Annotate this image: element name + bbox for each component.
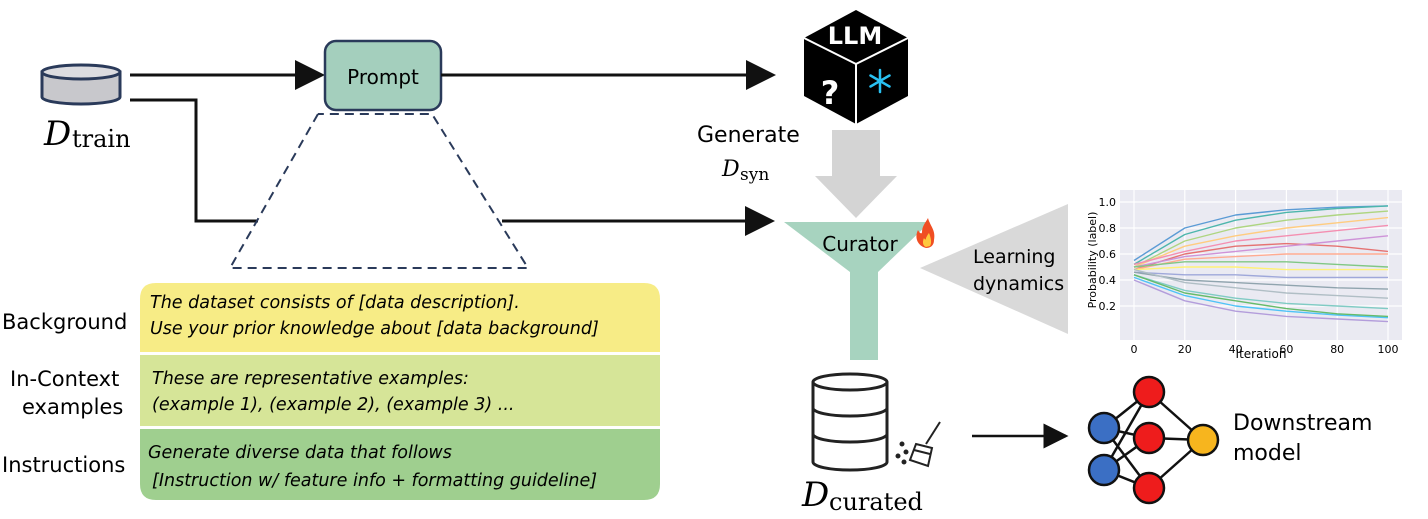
- chart-series-line: [1133, 261, 1389, 268]
- chart-series-line: [1133, 274, 1389, 310]
- syn-symbol: D: [721, 157, 740, 182]
- chart-series-line: [1133, 235, 1389, 268]
- learning-dynamics-chart: 0 20 40 60 80 100 0.2 0.4 0.6 0.8 1.0 Iteration Pr…: [1086, 190, 1402, 361]
- curator-funnel: [784, 222, 930, 360]
- chart-ytick-label: 0.8: [1099, 222, 1117, 235]
- chart-xtick-label: 20: [1178, 343, 1192, 356]
- train-database-icon: [40, 63, 122, 106]
- train-dataset-subscript: train: [72, 125, 131, 153]
- instructions-line1: Generate diverse data that follows: [148, 443, 452, 463]
- chart-series-line: [1133, 210, 1389, 268]
- chart-ytick-label: 0.2: [1099, 300, 1117, 313]
- chart-xtick-label: 60: [1279, 343, 1293, 356]
- chart-series-line: [1133, 268, 1389, 299]
- chart-series-line: [1133, 271, 1388, 279]
- chart-series-line: [1133, 216, 1389, 268]
- chart-xtick-label: 40: [1229, 343, 1243, 356]
- chart-xlabel: Iteration: [1236, 347, 1287, 361]
- learning-dynamics-line1: Learning: [973, 246, 1056, 268]
- downstream-line2: model: [1233, 441, 1302, 466]
- curated-database-icon: [811, 372, 889, 472]
- prompt-expansion-outline: [228, 113, 530, 269]
- in-context-section: [140, 355, 660, 426]
- chart-series-line: [1133, 205, 1389, 262]
- background-section: [140, 283, 660, 352]
- train-to-curator-line-a: [130, 98, 258, 223]
- chart-series-line: [1133, 253, 1388, 271]
- curator-label: Curator: [822, 232, 898, 256]
- chart-series-line: [1133, 224, 1389, 266]
- chart-series-line: [1133, 205, 1389, 266]
- syn-subscript: syn: [740, 165, 769, 185]
- prompt-label: Prompt: [347, 65, 419, 89]
- fire-icon: [916, 218, 935, 248]
- chart-xtick-label: 0: [1131, 343, 1138, 356]
- downstream-line1: Downstream: [1233, 411, 1372, 436]
- learning-dynamics-line2: dynamics: [973, 273, 1064, 295]
- in-context-label-line1: In-Context: [10, 367, 119, 391]
- chart-series-line: [1133, 271, 1389, 290]
- in-context-line1: These are representative examples:: [152, 369, 469, 389]
- instructions-line2: [Instruction w/ feature info + formattin…: [152, 471, 597, 491]
- neural-network-icon: [1087, 375, 1220, 505]
- chart-xtick-label: 100: [1378, 343, 1399, 356]
- background-line1: The dataset consists of [data descriptio…: [150, 293, 520, 313]
- chart-series-line: [1133, 274, 1389, 318]
- chart-series-line: [1133, 279, 1389, 323]
- chart-ylabel: Probability (label): [1086, 212, 1099, 309]
- in-context-label-line2: examples: [22, 395, 123, 419]
- chart-ytick-label: 1.0: [1099, 196, 1117, 209]
- llm-question-mark: ?: [821, 74, 840, 112]
- generate-label: Generate: [697, 123, 800, 148]
- chart-series-line: [1133, 276, 1389, 319]
- chart-ytick-label: 0.4: [1099, 274, 1117, 287]
- chart-series-line: [1133, 242, 1389, 271]
- curated-symbol: D: [801, 475, 829, 515]
- llm-label: LLM: [828, 22, 882, 50]
- curated-subscript: curated: [829, 488, 923, 516]
- instructions-section: [140, 429, 660, 500]
- chart-series-line: [1133, 266, 1388, 271]
- background-line2: Use your prior knowledge about [data bac…: [150, 319, 599, 339]
- train-dataset-symbol: D: [43, 114, 71, 154]
- broom-icon: [895, 421, 941, 468]
- prompt-sections: The dataset consists of [data descriptio…: [140, 283, 660, 500]
- snowflake-icon: [869, 68, 891, 94]
- generate-down-arrow: [815, 130, 897, 218]
- learning-dynamics-arrow: [920, 204, 1068, 334]
- background-label: Background: [2, 310, 127, 334]
- instructions-label: Instructions: [2, 453, 125, 477]
- chart-xtick-label: 80: [1330, 343, 1344, 356]
- in-context-line2: (example 1), (example 2), (example 3) ..…: [152, 395, 514, 415]
- chart-ytick-label: 0.6: [1099, 248, 1117, 261]
